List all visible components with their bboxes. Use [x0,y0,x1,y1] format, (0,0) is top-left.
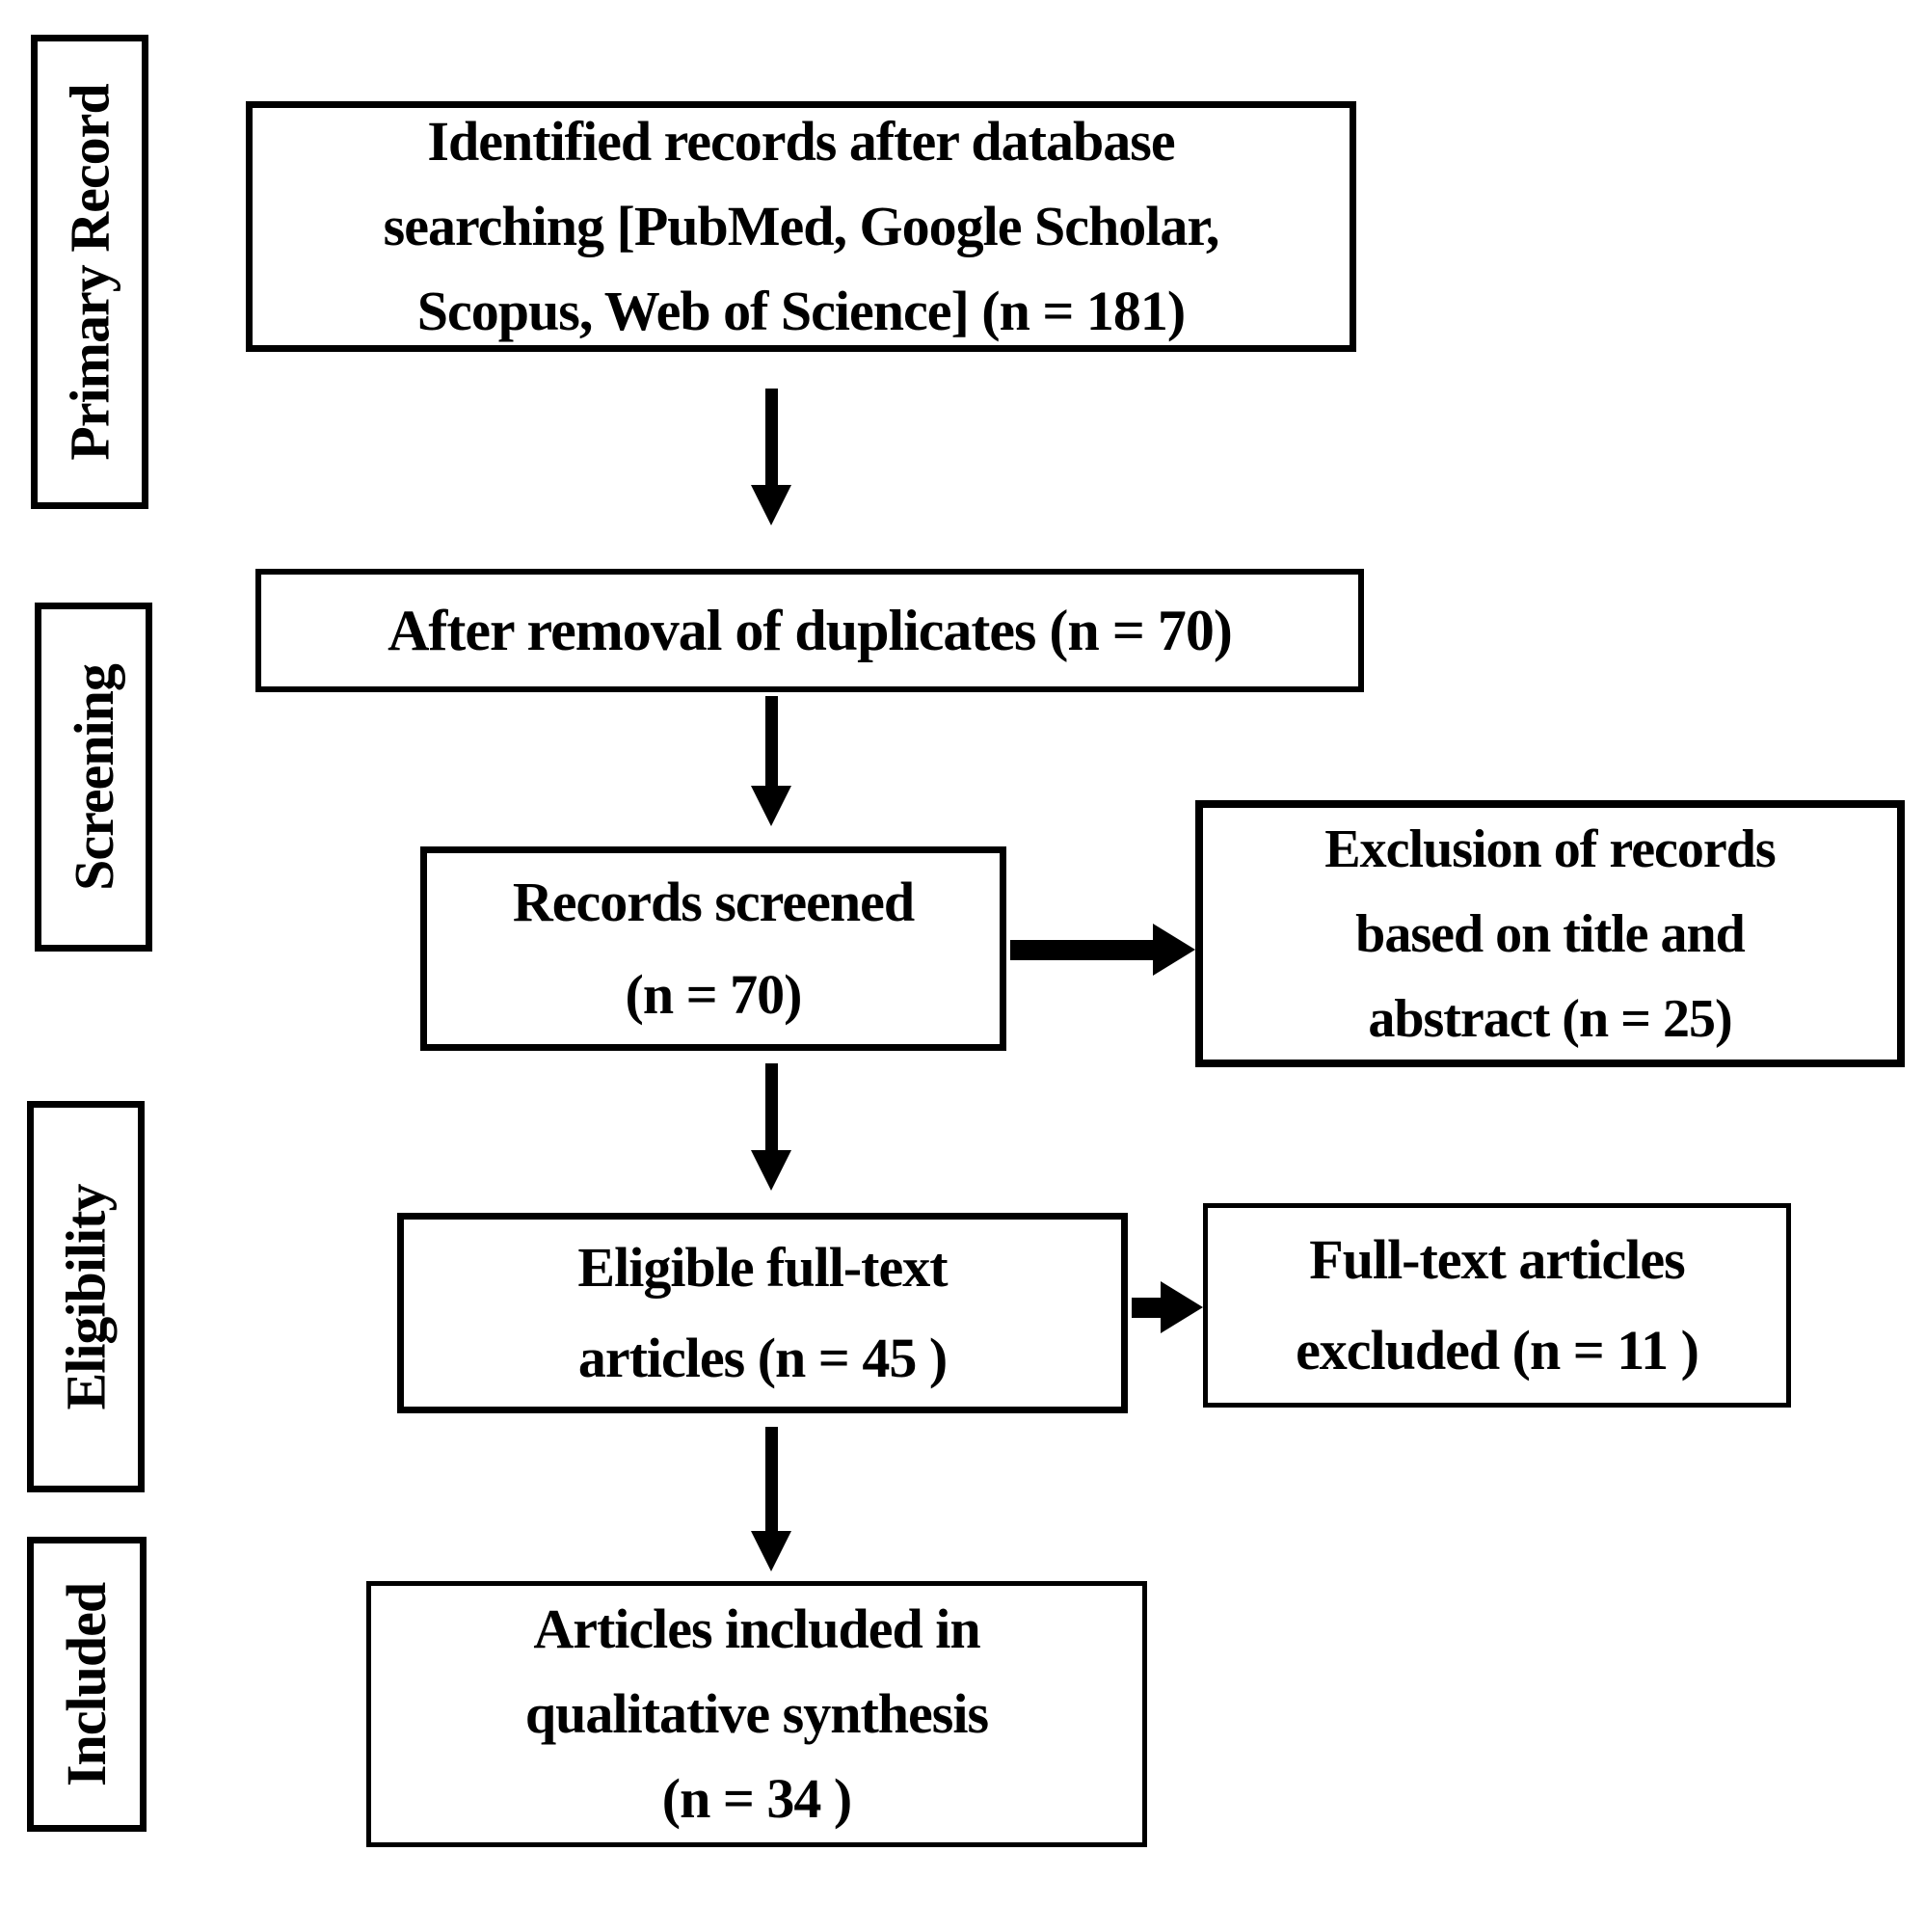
box-text-line: Scopus, Web of Science] (n = 181) [416,280,1187,342]
arrow-shaft [765,389,778,487]
box-text-line: excluded (n = 11 ) [1296,1319,1699,1382]
box-text-line: searching [PubMed, Google Scholar, [383,195,1220,257]
box-text-line: Identified records after database [427,110,1175,173]
arrow-right-icon [1153,924,1195,976]
flow-box-exclusion-title-abstract: Exclusion of records based on title and … [1195,800,1905,1067]
flow-box-included-qualitative: Articles included in qualitative synthes… [366,1581,1147,1847]
stage-label-screening: Screening [62,663,125,891]
box-text-line: Exclusion of records [1324,818,1776,879]
stage-box-eligibility: Eligibility [27,1101,145,1492]
stage-label-primary-record: Primary Record [58,83,121,461]
flow-box-records-screened: Records screened (n = 70) [420,846,1006,1051]
flow-box-fulltext-excluded: Full-text articles excluded (n = 11 ) [1203,1203,1791,1408]
flow-box-eligible-fulltext: Eligible full-text articles (n = 45 ) [397,1213,1128,1413]
stage-label-included: Included [55,1582,119,1786]
arrow-down-icon [751,485,791,525]
flow-box-after-duplicates: After removal of duplicates (n = 70) [255,569,1364,692]
stage-box-primary-record: Primary Record [31,35,148,509]
box-text-line: qualitative synthesis [524,1682,989,1745]
box-text-line: articles (n = 45 ) [577,1327,948,1389]
box-text-line: based on title and [1355,903,1746,964]
box-text-line: Full-text articles [1309,1228,1685,1291]
arrow-down-icon [751,786,791,826]
box-text-line: After removal of duplicates (n = 70) [388,598,1233,662]
box-text-line: (n = 70) [625,963,803,1026]
arrow-down-icon [751,1150,791,1191]
box-text-line: (n = 34 ) [661,1767,852,1830]
arrow-right-icon [1161,1281,1203,1333]
flow-box-identified-records: Identified records after database search… [246,101,1356,352]
box-text-line: Records screened [512,871,915,933]
stage-label-eligibility: Eligibility [54,1184,118,1409]
arrow-shaft [1010,940,1157,960]
box-text-line: Eligible full-text [577,1236,948,1299]
stage-box-screening: Screening [35,603,152,952]
arrow-down-icon [751,1531,791,1571]
box-text-line: abstract (n = 25) [1368,988,1732,1049]
arrow-shaft [765,1063,778,1152]
stage-box-included: Included [27,1537,147,1832]
arrow-shaft [765,696,778,788]
arrow-shaft [765,1427,778,1533]
box-text-line: Articles included in [533,1597,980,1660]
arrow-shaft [1132,1298,1164,1318]
